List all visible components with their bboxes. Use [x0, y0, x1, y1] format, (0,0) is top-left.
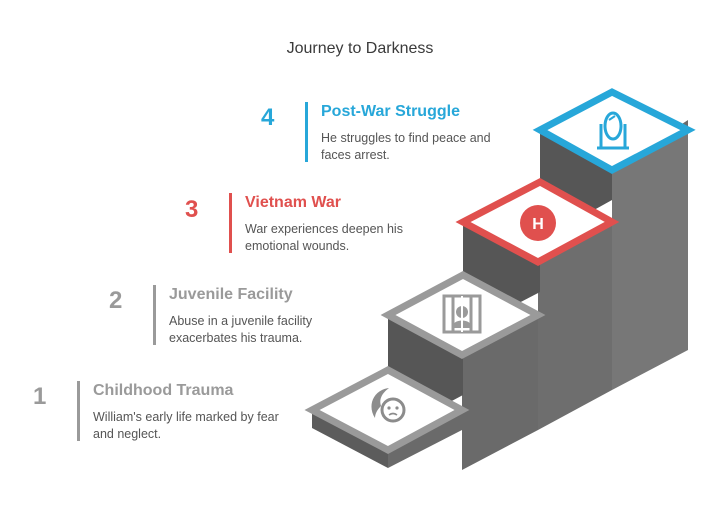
step-4-bar [305, 102, 308, 162]
svg-text:H: H [532, 216, 544, 233]
step-1-heading: Childhood Trauma [93, 382, 234, 399]
step-2-bar [153, 285, 156, 345]
step-1-number: 1 [33, 383, 47, 410]
mirror-icon [597, 111, 629, 150]
step-4-heading: Post-War Struggle [321, 103, 460, 120]
helicopter-pad-icon: H [520, 205, 556, 241]
step-1-description: William's early life marked by fear and … [93, 410, 279, 441]
step-4-number: 4 [261, 104, 275, 131]
step-2-heading: Juvenile Facility [169, 286, 293, 303]
stair-block-1 [312, 410, 462, 468]
step-3-number: 3 [185, 196, 199, 223]
step-3-bar [229, 193, 232, 253]
prison-bars-icon [442, 294, 482, 334]
step-1-bar [77, 381, 80, 441]
crying-child-icon [371, 388, 406, 423]
step-4-description: He struggles to find peace and faces arr… [321, 131, 491, 162]
diagram-title: Journey to Darkness [286, 40, 434, 57]
step-3-heading: Vietnam War [245, 194, 342, 211]
step-3-description: War experiences deepen his emotional wou… [245, 222, 403, 253]
step-2-description: Abuse in a juvenile facility exacerbates… [169, 314, 313, 345]
step-2-number: 2 [109, 287, 123, 314]
